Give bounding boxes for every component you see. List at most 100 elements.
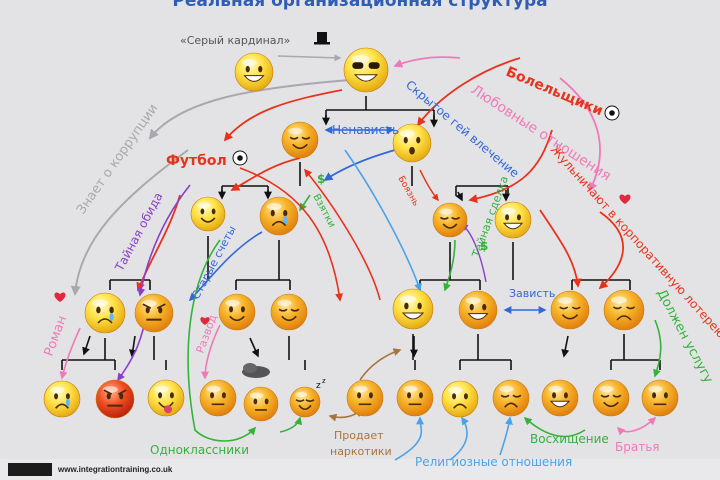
rel-grudge-2 xyxy=(117,319,146,382)
face-worker-7 xyxy=(346,379,384,417)
hier-staff8 xyxy=(610,334,661,370)
footer-bar xyxy=(0,459,720,480)
face-worker-3 xyxy=(147,379,185,417)
face-grey-cardinal xyxy=(234,52,274,92)
hier-staff4 xyxy=(288,336,306,370)
svg-text:z: z xyxy=(322,377,326,385)
rel-fans-2 xyxy=(468,129,553,203)
rel-brothers xyxy=(616,416,657,436)
face-lead-4 xyxy=(494,201,532,239)
face-worker-4 xyxy=(199,379,237,417)
footer-url: www.integrationtraining.co.uk xyxy=(58,465,173,474)
face-worker-1 xyxy=(43,380,81,418)
rel-staff5-up xyxy=(303,168,381,301)
soccer-ball-icon xyxy=(604,105,620,121)
hier-arrow-6 xyxy=(249,337,260,358)
rel-knows-corruption-2 xyxy=(70,149,189,296)
face-worker-9 xyxy=(441,380,479,418)
face-lead-3 xyxy=(432,202,468,238)
label-fear: Боязнь xyxy=(395,175,420,209)
label-hate: Ненависть xyxy=(332,123,399,137)
rel-classmates-2 xyxy=(279,416,303,433)
rel-football-lead xyxy=(136,194,181,292)
rel-lottery xyxy=(598,211,624,290)
face-worker-5 xyxy=(243,386,279,422)
face-staff-6 xyxy=(458,290,498,330)
rel-drugs-2 xyxy=(359,348,402,381)
face-staff-1 xyxy=(84,292,126,334)
rel-red-diag xyxy=(239,167,344,302)
label-admiration: Восхищение xyxy=(530,432,609,446)
face-worker-8 xyxy=(396,379,434,417)
face-boss xyxy=(343,47,389,93)
rel-religious-1 xyxy=(394,416,425,461)
rel-love-2 xyxy=(559,77,601,192)
rel-religious-3 xyxy=(499,416,513,456)
label-football: Футбол xyxy=(166,153,227,169)
face-worker-12 xyxy=(592,379,630,417)
hier-lead4 xyxy=(512,242,631,290)
face-manager-left xyxy=(281,121,319,159)
face-staff-2 xyxy=(134,293,174,333)
label-dollar: $ xyxy=(480,239,488,253)
rel-owes-favor xyxy=(653,319,662,378)
label-dollar: $ xyxy=(317,172,325,186)
face-staff-5 xyxy=(392,288,434,330)
face-staff-7 xyxy=(550,290,590,330)
rel-gay xyxy=(323,149,396,181)
hier-staff2 xyxy=(153,336,167,370)
storm-cloud-icon xyxy=(242,363,270,378)
heart-icon xyxy=(619,194,631,204)
face-staff-3 xyxy=(218,293,256,331)
label-romance: Роман xyxy=(42,314,70,359)
label-classmates: Одноклассники xyxy=(150,443,249,457)
hier-arrow-4 xyxy=(455,191,463,202)
hier-lead2 xyxy=(235,240,291,290)
face-worker-11 xyxy=(541,379,579,417)
hier-staff1 xyxy=(61,338,116,370)
face-worker-2 xyxy=(95,379,135,419)
label-grey-cardinal: «Серый кардинал» xyxy=(180,34,290,47)
rel-lottery-2 xyxy=(539,209,582,288)
svg-text:z: z xyxy=(316,381,321,391)
heart-icon xyxy=(54,292,66,302)
hier-arrow-8 xyxy=(561,335,570,358)
soccer-ball-icon xyxy=(232,150,248,166)
label-brothers: Братья xyxy=(615,440,659,454)
label-love: Любовные отношения xyxy=(468,82,614,185)
hier-mgr-left xyxy=(221,162,301,196)
rel-classmates xyxy=(187,239,257,442)
face-worker-10 xyxy=(492,379,530,417)
rel-football-mgr xyxy=(230,157,301,191)
label-secret-grudge: Тайная обида xyxy=(112,190,166,274)
hier-arrow-10 xyxy=(128,335,137,358)
label-envy: Зависть xyxy=(509,287,555,300)
face-staff-4 xyxy=(270,293,308,331)
rel-knows-corruption-1 xyxy=(148,79,351,140)
rel-divorce xyxy=(201,324,221,380)
rel-lightblue-1 xyxy=(344,149,422,292)
rel-religious-2 xyxy=(449,416,469,461)
rel-fans-1 xyxy=(416,57,521,127)
rel-romance xyxy=(59,327,81,380)
label-religious: Религиозные отношения xyxy=(415,455,572,469)
rel-grudge-1 xyxy=(137,184,191,297)
face-lead-1 xyxy=(190,196,226,232)
rel-fear xyxy=(419,169,439,202)
rel-football-boss xyxy=(223,89,343,142)
rel-cardinal-boss xyxy=(277,54,342,62)
heart-icon xyxy=(200,317,210,325)
footer-logo xyxy=(8,463,52,476)
rel-love-1 xyxy=(393,56,461,68)
hier-arrow-9 xyxy=(82,335,91,356)
face-staff-8 xyxy=(603,289,645,331)
label-old-scores: Старые счеты xyxy=(189,224,239,302)
rel-secret-deal xyxy=(443,239,456,292)
face-lead-2 xyxy=(259,196,299,236)
page-title: Реальная организационная структура xyxy=(172,0,548,11)
face-worker-13 xyxy=(641,379,679,417)
rel-admiration xyxy=(523,416,586,438)
